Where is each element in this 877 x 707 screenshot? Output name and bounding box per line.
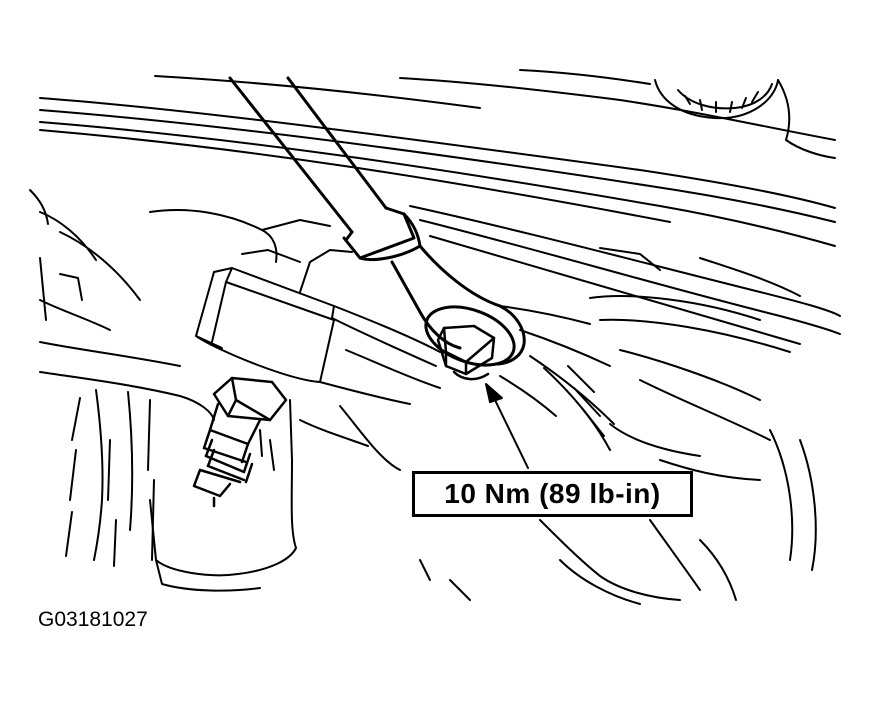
- body-panel-lines: [40, 70, 840, 344]
- callout-arrow: [486, 384, 528, 468]
- bolt-head: [438, 326, 494, 379]
- casting-curves: [420, 248, 816, 604]
- torque-callout: 10 Nm (89 lb-in): [412, 471, 693, 517]
- torque-label: 10 Nm (89 lb-in): [444, 478, 661, 509]
- housing-lines: [150, 210, 614, 450]
- upper-right-boss: [655, 80, 835, 158]
- engine-block: [30, 190, 400, 591]
- stud-bolt: [194, 378, 286, 506]
- mount-bracket: [196, 250, 352, 382]
- figure-id: G03181027: [38, 608, 148, 631]
